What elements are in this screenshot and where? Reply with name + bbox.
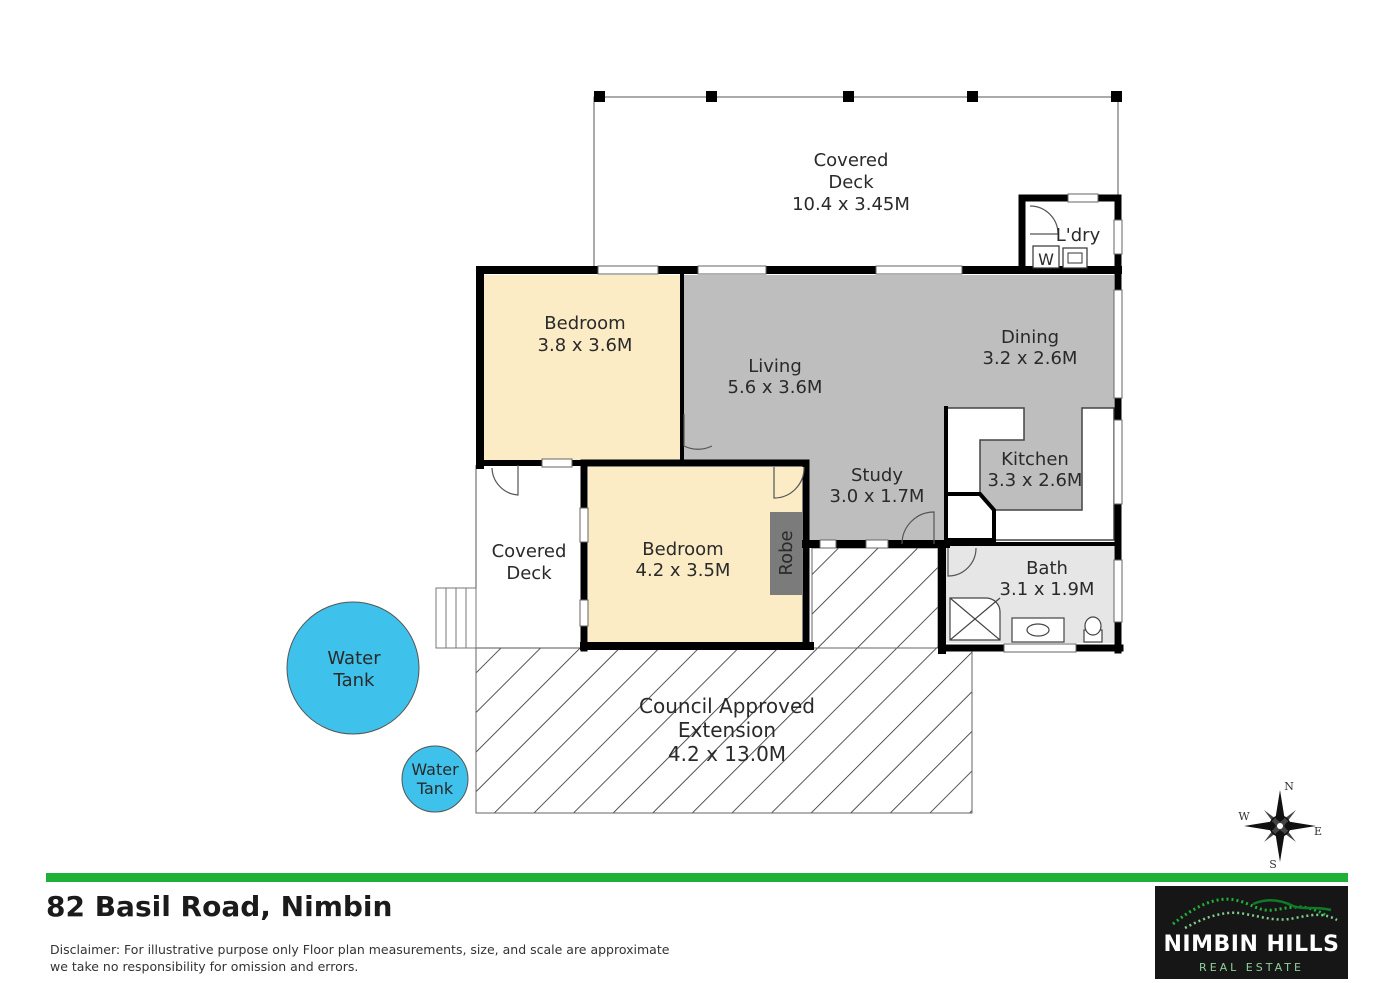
bath-fixtures	[949, 597, 1103, 643]
disclaimer-text: Disclaimer: For illustrative purpose onl…	[50, 942, 670, 974]
bedroom-1-fill	[484, 275, 680, 461]
extension-area	[475, 547, 973, 814]
washer-label: W	[1038, 250, 1054, 269]
logo-subtitle: REAL ESTATE	[1199, 961, 1304, 974]
robe-label: Robe	[776, 530, 797, 575]
compass-w: W	[1238, 810, 1250, 823]
footer-divider	[46, 873, 1348, 882]
laundry-fixtures: W	[1032, 245, 1088, 269]
covered-deck-top	[593, 91, 1122, 268]
hills-logo-icon	[1172, 897, 1338, 930]
property-address: 82 Basil Road, Nimbin	[46, 890, 393, 923]
laundry-label: L'dry	[1056, 225, 1101, 246]
water-tank-large	[286, 601, 420, 735]
compass-n: N	[1284, 780, 1294, 793]
living-fill	[684, 275, 1114, 540]
compass-e: E	[1314, 825, 1322, 838]
compass-s: S	[1269, 858, 1277, 871]
nimbin-hills-logo: NIMBIN HILLS REAL ESTATE	[1155, 886, 1348, 979]
logo-name: NIMBIN HILLS	[1163, 932, 1340, 957]
stairs	[435, 587, 477, 649]
kitchen-corner	[944, 492, 996, 542]
water-tank-small	[401, 745, 469, 813]
compass-icon: N E S W	[1238, 780, 1322, 871]
robe	[770, 512, 802, 595]
windows	[541, 193, 1123, 653]
doors	[491, 205, 1059, 577]
bedroom-2-fill	[588, 467, 802, 644]
